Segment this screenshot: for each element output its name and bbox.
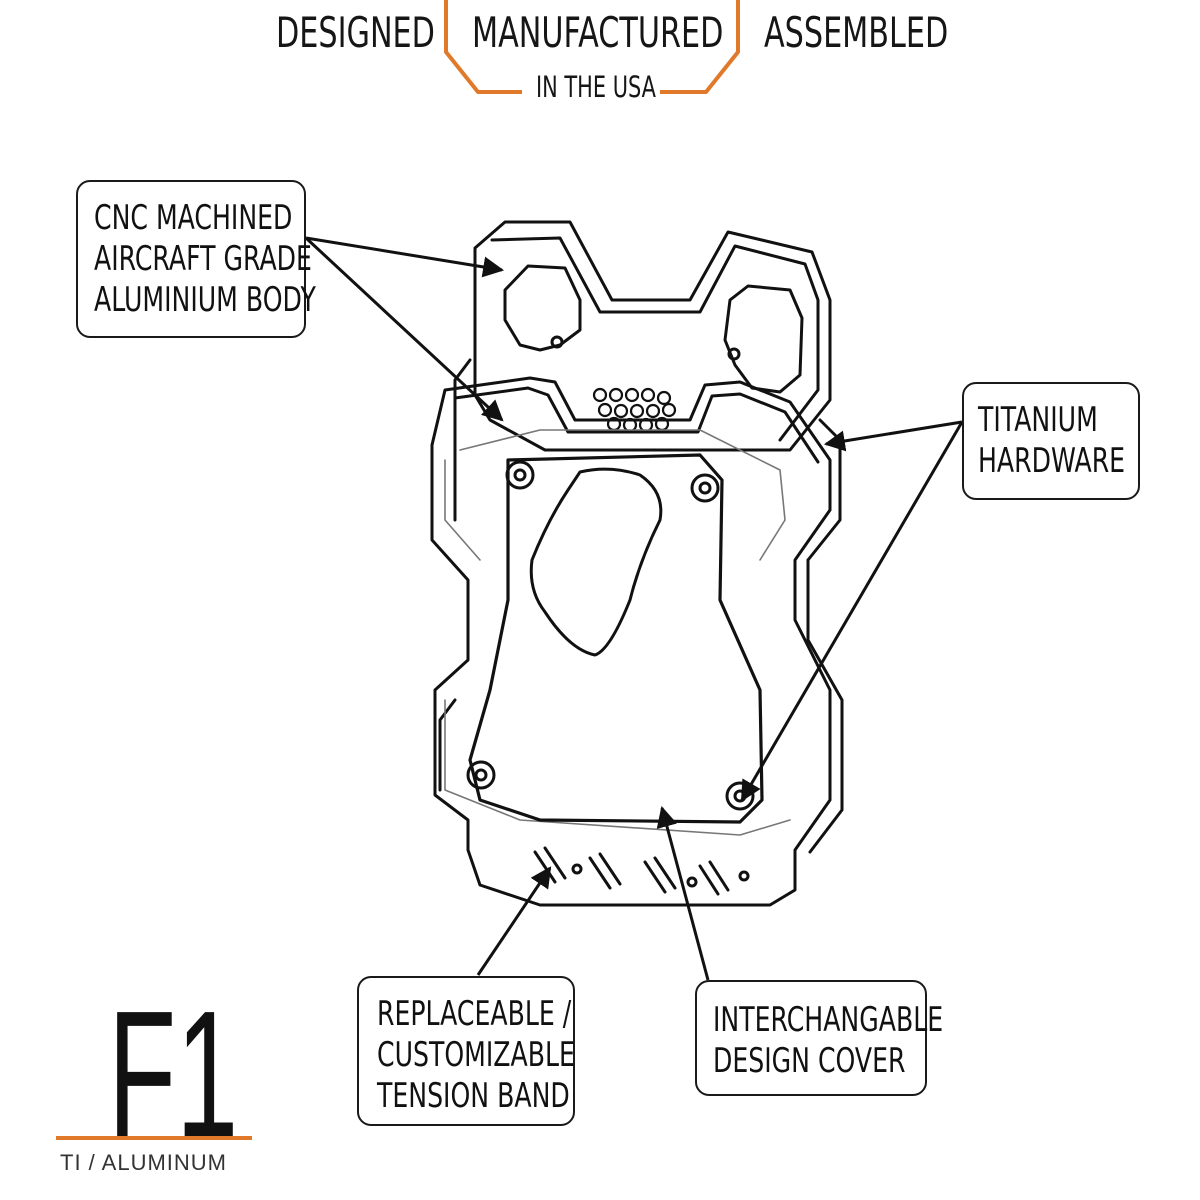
callout-body-line-2: AIRCRAFT GRADE bbox=[94, 239, 312, 279]
model-name: F1 bbox=[108, 974, 239, 1175]
callout-body-line-3: ALUMINIUM BODY bbox=[94, 280, 316, 320]
callout-band-line-1: REPLACEABLE / bbox=[377, 994, 572, 1034]
header-designed: DESIGNED bbox=[276, 8, 435, 57]
callout-hardware-line-1: TITANIUM bbox=[978, 400, 1098, 440]
header-manufactured: MANUFACTURED bbox=[472, 8, 724, 57]
model-material: TI / ALUMINUM bbox=[60, 1150, 228, 1175]
design-cover-plate bbox=[468, 453, 764, 824]
callout-design-cover: INTERCHANGABLE DESIGN COVER bbox=[695, 980, 943, 1096]
header-assembled: ASSEMBLED bbox=[764, 8, 949, 57]
header-made-in-usa: IN THE USA bbox=[536, 70, 656, 104]
tension-band-slots bbox=[533, 846, 750, 896]
wallet-drawing bbox=[430, 220, 844, 907]
titanium-screws bbox=[466, 460, 755, 811]
callout-band-line-3: TENSION BAND bbox=[377, 1076, 570, 1116]
callout-body: CNC MACHINED AIRCRAFT GRADE ALUMINIUM BO… bbox=[76, 180, 316, 338]
callout-cover-line-1: INTERCHANGABLE bbox=[713, 1000, 944, 1040]
callout-tension-band: REPLACEABLE / CUSTOMIZABLE TENSION BAND bbox=[357, 976, 575, 1126]
header-bracket bbox=[444, 0, 740, 94]
callout-band-line-2: CUSTOMIZABLE bbox=[377, 1035, 575, 1075]
callout-cover-line-2: DESIGN COVER bbox=[713, 1041, 906, 1081]
vent-holes bbox=[592, 387, 677, 433]
callout-hardware: TITANIUM HARDWARE bbox=[962, 382, 1140, 500]
leader-arrows bbox=[304, 236, 964, 981]
callout-body-line-1: CNC MACHINED bbox=[94, 198, 293, 238]
model-underline bbox=[56, 1136, 252, 1140]
callout-hardware-line-2: HARDWARE bbox=[978, 441, 1126, 481]
